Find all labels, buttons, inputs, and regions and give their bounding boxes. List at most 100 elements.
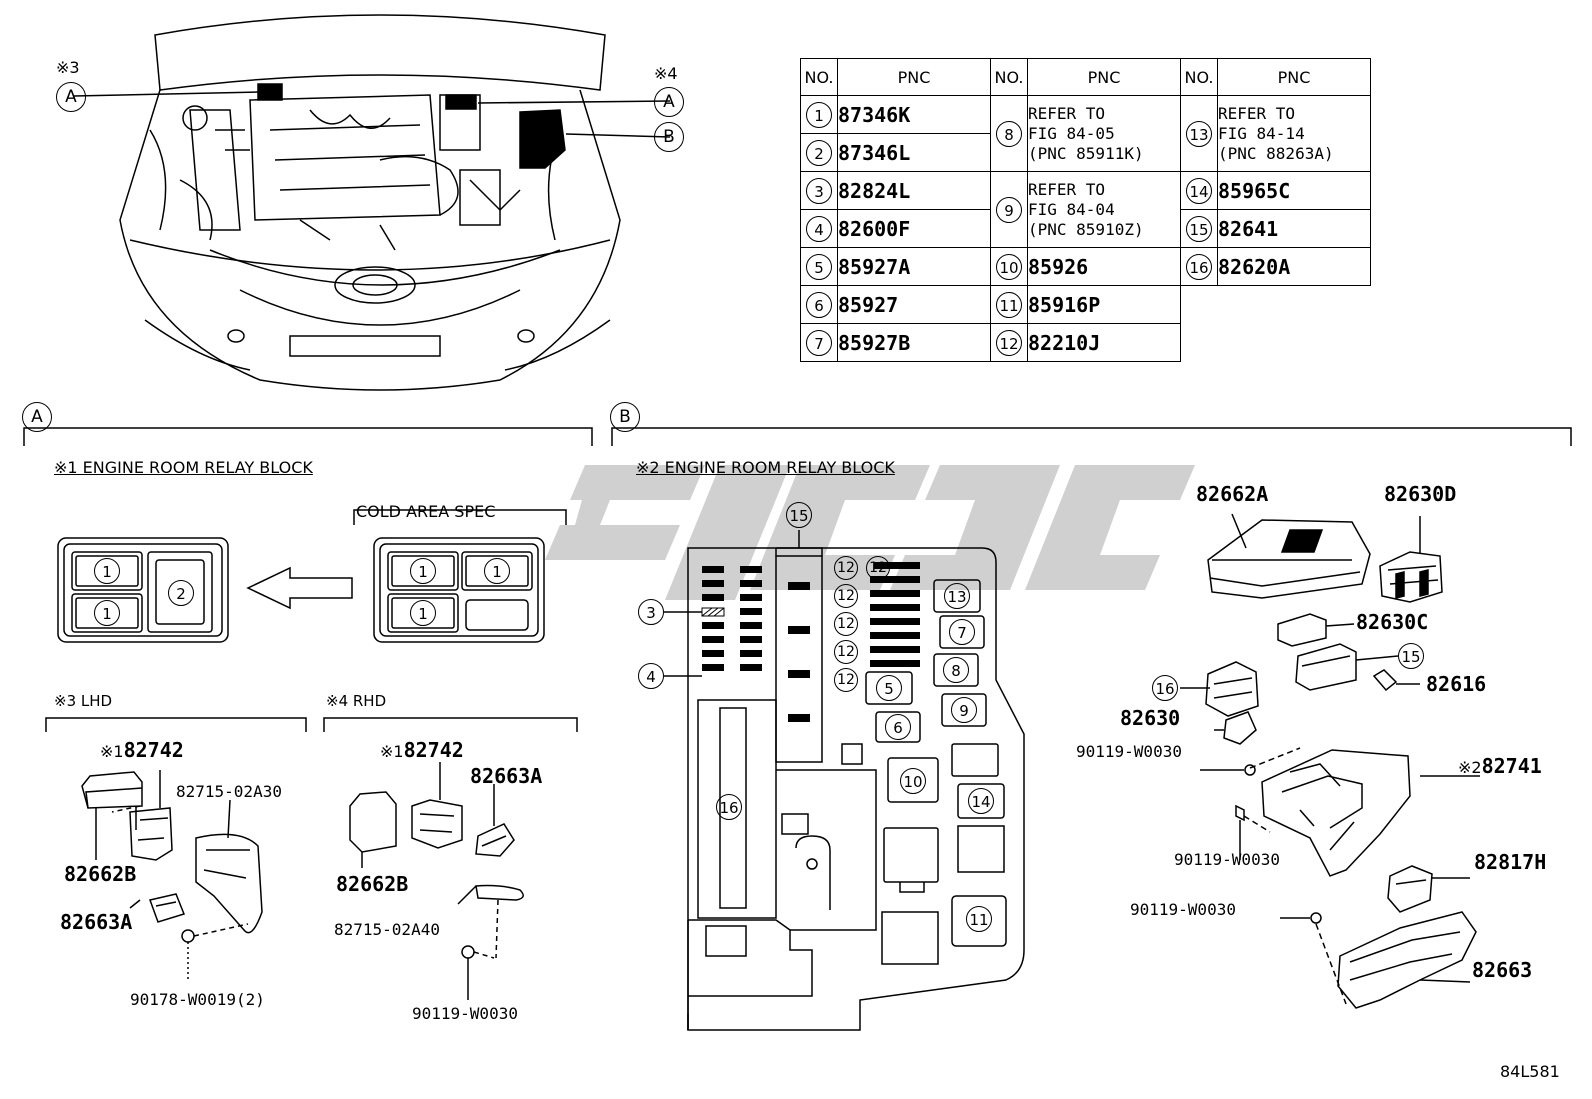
section-a-marker: A	[22, 402, 52, 432]
lhd-p1-mark: ※1	[100, 742, 124, 761]
relay-9: 9	[951, 697, 977, 723]
table-pnc-3: 82824L	[837, 171, 991, 210]
callout-b-right: B	[654, 122, 684, 152]
table-no-4: 4	[806, 215, 832, 242]
part-82616: 82616	[1426, 672, 1487, 696]
relay-block-b-illustration	[687, 547, 1025, 1031]
relay-std-2: 2	[168, 580, 194, 606]
lhd-part-82662B: 82662B	[64, 862, 137, 886]
fuse-15: 15	[786, 502, 812, 528]
rhd-part-82663A: 82663A	[470, 764, 543, 788]
arrow-left	[246, 566, 353, 610]
relay-block-cold-area	[373, 537, 545, 643]
section-a-title: ※1 ENGINE ROOM RELAY BLOCK	[54, 458, 313, 477]
rhd-p1-mark: ※1	[380, 742, 404, 761]
part-82630D: 82630D	[1384, 482, 1457, 506]
table-pnc-12: 82210J	[1027, 323, 1181, 362]
table-no-1: 1	[806, 101, 832, 128]
fuse-12a: 12	[834, 556, 858, 580]
note-4-label: ※4	[654, 64, 678, 83]
table-pnc-16: 82620A	[1217, 247, 1371, 286]
table-no-13: 13	[1186, 120, 1212, 147]
table-no-6: 6	[806, 291, 832, 318]
table-no-11: 11	[996, 291, 1022, 318]
section-a-bracket	[23, 427, 593, 446]
relay-block-b-exploded-parts	[1180, 513, 1480, 1009]
table-pnc-11: 85916P	[1027, 285, 1181, 324]
rhd-part-82662B: 82662B	[336, 872, 409, 896]
note-3-label: ※3	[56, 58, 80, 77]
relay-7: 7	[949, 619, 975, 645]
table-no-3: 3	[806, 177, 832, 204]
relay-6: 6	[885, 714, 911, 740]
part-16-callout: 16	[1152, 675, 1178, 701]
lhd-label: ※3 LHD	[54, 692, 113, 710]
table-no-7: 7	[806, 329, 832, 356]
lhd-parts-illustration	[81, 770, 263, 980]
table-pnc-8: REFER TO FIG 84-05 (PNC 85911K)	[1027, 95, 1181, 172]
part-90119-W0030-c: 90119-W0030	[1130, 900, 1236, 919]
lhd-part-82715-02A30: 82715-02A30	[176, 782, 282, 801]
header-pnc-2: PNC	[1027, 58, 1181, 96]
table-no-15: 15	[1186, 215, 1212, 242]
relay-block-standard	[57, 537, 229, 643]
cold-area-label: COLD AREA SPEC	[356, 502, 496, 521]
table-pnc-15: 82641	[1217, 209, 1371, 248]
part-82741: 82741	[1481, 754, 1542, 778]
rhd-label: ※4 RHD	[326, 692, 387, 710]
table-pnc-1: 87346K	[837, 95, 991, 134]
section-b-title: ※2 ENGINE ROOM RELAY BLOCK	[636, 458, 895, 477]
part-82741-mark: ※2	[1458, 758, 1482, 777]
part-90119-W0030-b: 90119-W0030	[1174, 850, 1280, 869]
part-82817H: 82817H	[1474, 850, 1547, 874]
figure-id: 84L581	[1500, 1062, 1560, 1081]
fuse-4: 4	[638, 663, 664, 689]
callout-a-left: A	[56, 82, 86, 112]
table-pnc-9: REFER TO FIG 84-04 (PNC 85910Z)	[1027, 171, 1181, 248]
relay-cold-1c: 1	[484, 558, 510, 584]
table-no-14: 14	[1186, 177, 1212, 204]
cold-area-bracket	[353, 509, 567, 525]
fuse-12c: 12	[834, 584, 858, 608]
rhd-parts-illustration	[349, 762, 524, 1000]
relay-cold-1a: 1	[410, 558, 436, 584]
relay-5: 5	[876, 675, 902, 701]
header-pnc-3: PNC	[1217, 58, 1371, 96]
relay-std-1a: 1	[94, 558, 120, 584]
relay-cold-1b: 1	[410, 600, 436, 626]
relay-13: 13	[944, 583, 970, 609]
table-no-16: 16	[1186, 253, 1212, 280]
header-no-1: NO.	[800, 58, 838, 96]
header-pnc-1: PNC	[837, 58, 991, 96]
table-pnc-2: 87346L	[837, 133, 991, 172]
part-82662A: 82662A	[1196, 482, 1269, 506]
fuse-12e: 12	[834, 640, 858, 664]
table-no-9: 9	[996, 196, 1022, 223]
table-no-5: 5	[806, 253, 832, 280]
table-no-8: 8	[996, 120, 1022, 147]
rhd-part-90119-W0030: 90119-W0030	[412, 1004, 518, 1023]
lhd-part-82663A: 82663A	[60, 910, 133, 934]
rhd-part-82742: 82742	[403, 738, 464, 762]
table-pnc-7: 85927B	[837, 323, 991, 362]
relay-8: 8	[943, 657, 969, 683]
fuse-12f: 12	[834, 668, 858, 692]
table-pnc-6: 85927	[837, 285, 991, 324]
fuse-3: 3	[638, 599, 664, 625]
lhd-part-90178-W0019: 90178-W0019(2)	[130, 990, 265, 1009]
table-no-12: 12	[996, 329, 1022, 356]
part-15-callout: 15	[1398, 643, 1424, 669]
table-no-10: 10	[996, 253, 1022, 280]
watermark	[545, 465, 1195, 600]
table-pnc-10: 85926	[1027, 247, 1181, 286]
header-no-3: NO.	[1180, 58, 1218, 96]
part-82630: 82630	[1120, 706, 1181, 730]
relay-14: 14	[968, 788, 994, 814]
relay-16: 16	[716, 794, 742, 820]
callout-a-right: A	[654, 87, 684, 117]
relay-10: 10	[900, 768, 926, 794]
part-82630C: 82630C	[1356, 610, 1429, 634]
section-b-marker: B	[610, 402, 640, 432]
